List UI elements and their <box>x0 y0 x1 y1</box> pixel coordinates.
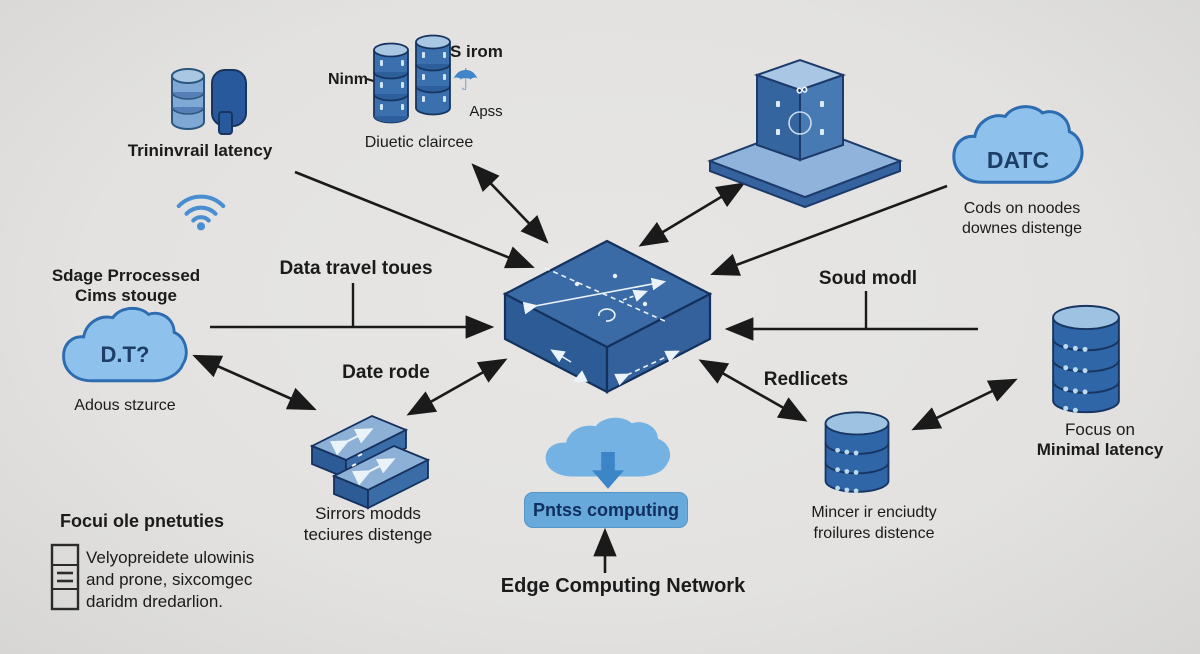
focus-caption-line2: Minimal latency <box>1036 440 1164 459</box>
focus-caption-line1: Focus on <box>1065 420 1135 439</box>
storage-latency-label: Trininvrail latency <box>127 141 273 160</box>
apss-label: Apss <box>469 103 503 120</box>
notes-heading: Focui ole pnetuties <box>60 511 225 531</box>
diagram-title: Edge Computing Network <box>500 575 746 597</box>
list-icon <box>50 543 80 611</box>
mincer-db-icon <box>824 411 890 494</box>
module-boxes-icon <box>309 415 431 510</box>
central-hub-icon <box>502 239 713 394</box>
arrow-cloud-modules <box>192 354 317 411</box>
mincer-caption-line2: froilures distence <box>813 525 935 542</box>
datc-label: DATC <box>986 147 1050 173</box>
arrow-mincer-focus <box>911 378 1018 431</box>
ninm-label: Ninm <box>328 71 368 88</box>
s-irom-label: S irom <box>450 42 503 61</box>
date-rode-label: Date rode <box>342 362 430 383</box>
dt-heading-line2: Cims stouge <box>74 286 178 305</box>
arrow-storage-to-hub <box>294 170 535 269</box>
storage-db-icon <box>171 68 247 135</box>
mincer-caption-line1: Mincer ir enciudty <box>811 504 937 521</box>
pntss-computing-button: Pntss computing <box>524 492 688 528</box>
dt-cloud-icon <box>62 307 188 383</box>
arrow-datc-to-hub <box>710 184 948 276</box>
arrow-hub-mincer <box>698 359 808 422</box>
notes-line3: daridm dredarlion. <box>86 592 224 611</box>
soud-modl-label: Soud modl <box>818 268 918 289</box>
arrow-hub-platform <box>638 182 746 247</box>
modules-caption-line2: teciures distenge <box>303 525 433 544</box>
datc-caption-line2: downes distenge <box>961 220 1083 237</box>
arrow-towers-hub <box>471 163 549 244</box>
modules-caption-line1: Sirrors modds <box>315 504 421 523</box>
database-towers-icon <box>373 34 451 124</box>
notes-line2: and prone, sixcomgec <box>86 570 253 589</box>
datc-cloud-icon <box>952 105 1084 184</box>
umbrella-icon: ☂ <box>452 64 479 97</box>
dt-label: D.T? <box>100 342 150 367</box>
arrow-modules-hub <box>406 358 508 416</box>
dt-heading-line1: Sdage Prrocessed <box>51 266 201 285</box>
edge-cloud-icon <box>545 417 671 489</box>
redlicets-label: Redlicets <box>763 369 849 390</box>
pntss-computing-label: Pntss computing <box>532 499 679 520</box>
data-travel-label: Data travel toues <box>279 258 433 279</box>
wifi-icon <box>176 194 226 231</box>
dt-caption: Adous stzurce <box>74 397 176 414</box>
towers-caption: Diuetic claircee <box>364 134 474 151</box>
notes-line1: Velyopreidete ulowinis <box>86 548 255 567</box>
server-platform-icon <box>707 58 903 209</box>
datc-caption-line1: Cods on noodes <box>963 200 1081 217</box>
focus-db-icon <box>1052 304 1120 414</box>
